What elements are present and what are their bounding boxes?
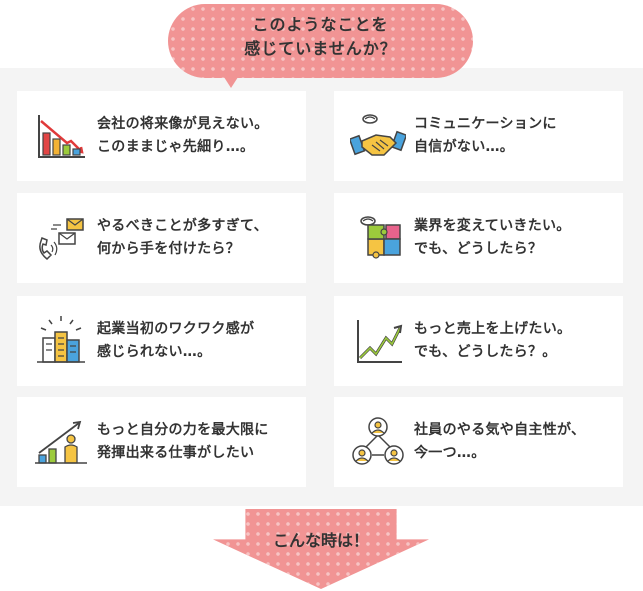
concern-card: コミュニケーションに 自信がない…。 (334, 91, 623, 181)
concern-text: やるべきことが多すぎて、 何から手を付けたら？ (97, 218, 268, 257)
puzzle-icon (360, 216, 401, 259)
concern-card: 社員のやる気や自主性が、 今一つ…。 (334, 397, 623, 487)
header-line-2: 感じていませんか？ (244, 39, 397, 58)
handshake-icon (350, 114, 406, 156)
concern-card: 会社の将来像が見えない。 このままじゃ先細り…。 (17, 91, 306, 181)
concern-text: 起業当初のワクワク感が 感じられない…。 (97, 321, 255, 360)
concern-card: もっと自分の力を最大限に 発揮出来る仕事がしたい (17, 397, 306, 487)
header-bubble-tail (222, 74, 240, 88)
concern-text: 社員のやる気や自主性が、 今一つ…。 (414, 422, 586, 461)
concern-text: もっと売上を上げたい。 でも、どうしたら？。 (414, 321, 572, 360)
phone-mail-icon (39, 218, 84, 261)
concern-card: もっと売上を上げたい。 でも、どうしたら？。 (334, 296, 623, 386)
concern-text: 会社の将来像が見えない。 このままじゃ先細り…。 (97, 116, 269, 155)
declining-bar-chart-icon (38, 115, 85, 158)
concern-text: コミュニケーションに 自信がない…。 (414, 116, 557, 155)
concern-text: もっと自分の力を最大限に 発揮出来る仕事がしたい (97, 422, 269, 461)
header-title: このようなことを 感じていませんか？ (168, 13, 473, 61)
header-bubble (168, 4, 473, 78)
footer-label: こんな時は！ (272, 531, 369, 550)
team-network-icon (352, 417, 404, 465)
concern-text: 業界を変えていきたい。 でも、どうしたら？ (414, 218, 571, 257)
concern-card: 起業当初のワクワク感が 感じられない…。 (17, 296, 306, 386)
concern-card: 業界を変えていきたい。 でも、どうしたら？ (334, 193, 623, 283)
concern-card: やるべきことが多すぎて、 何から手を付けたら？ (17, 193, 306, 283)
growth-person-icon (35, 420, 87, 464)
city-buildings-icon (37, 316, 85, 363)
header-line-1: このようなことを (252, 15, 389, 34)
rising-line-chart-icon (357, 320, 403, 363)
